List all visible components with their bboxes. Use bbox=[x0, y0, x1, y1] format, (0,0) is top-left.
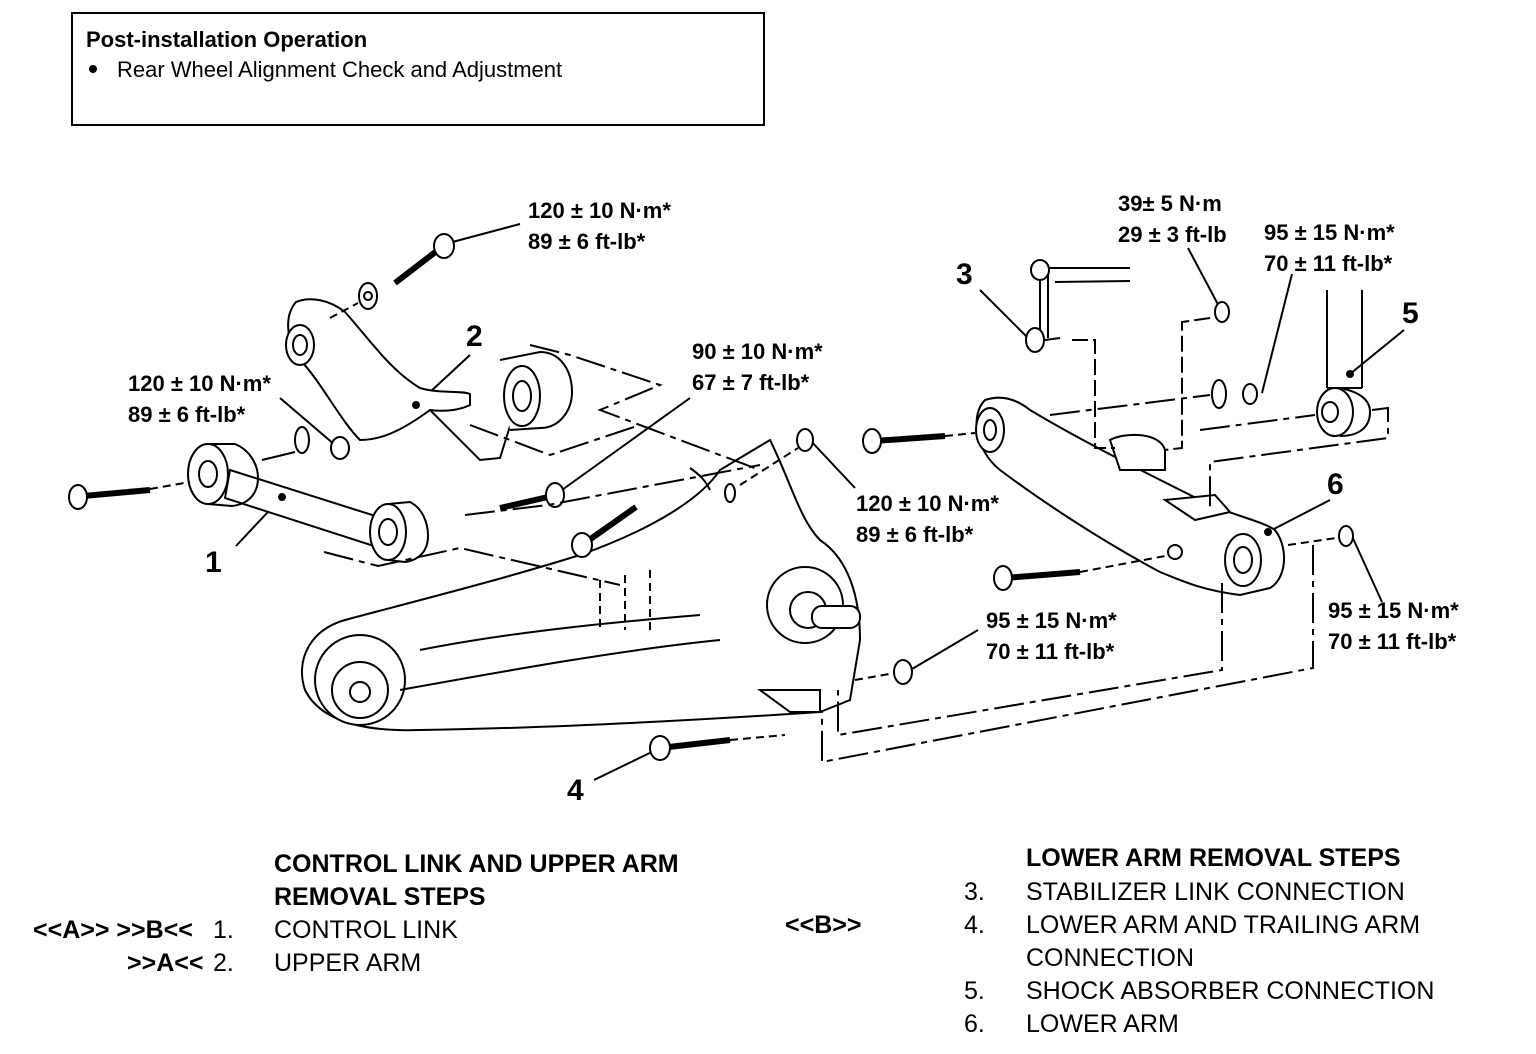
leader-upper-arm-bolt bbox=[445, 224, 520, 244]
torque-spec-stabilizer-link-nut: 39± 5 N·m 29 ± 3 ft-lb bbox=[1118, 188, 1227, 250]
leader-trailing-arm-nut bbox=[907, 630, 978, 672]
lower-arm-fasteners bbox=[863, 302, 1353, 590]
leader-callout-4 bbox=[594, 748, 660, 780]
step-number: 4. bbox=[964, 911, 985, 939]
lower-steps-title: LOWER ARM REMOVAL STEPS bbox=[1026, 844, 1401, 872]
callout-1-control-link: 1 bbox=[205, 546, 222, 579]
leader-callout-3 bbox=[980, 290, 1030, 340]
torque-imperial: 70 ± 11 ft-lb* bbox=[986, 639, 1115, 664]
stabilizer-link bbox=[1026, 260, 1210, 450]
leader-control-link-nut bbox=[280, 398, 335, 445]
step-label: LOWER ARM bbox=[1026, 1010, 1179, 1038]
torque-metric: 120 ± 10 N·m* bbox=[528, 198, 671, 223]
step-label: SHOCK ABSORBER CONNECTION bbox=[1026, 977, 1435, 1005]
leader-upper-arm-nut bbox=[810, 440, 855, 488]
trailing-arm bbox=[302, 440, 860, 730]
step-refs: <<A>> >>B<< bbox=[33, 916, 193, 944]
torque-metric: 90 ± 10 N·m* bbox=[692, 339, 823, 364]
callout-5-shock-absorber: 5 bbox=[1402, 297, 1419, 330]
callout-6-lower-arm: 6 bbox=[1327, 468, 1344, 501]
torque-spec-upper-arm-bolt: 120 ± 10 N·m* 89 ± 6 ft-lb* bbox=[528, 195, 671, 257]
step-label: UPPER ARM bbox=[274, 949, 422, 977]
trailing-arm-fasteners bbox=[500, 429, 912, 760]
torque-metric: 95 ± 15 N·m* bbox=[1264, 220, 1395, 245]
torque-imperial: 67 ± 7 ft-lb* bbox=[692, 370, 810, 395]
connection-paths-left bbox=[324, 345, 760, 585]
step-number: 6. bbox=[964, 1010, 985, 1038]
upper-arm bbox=[286, 299, 572, 460]
leader-lower-arm-nut bbox=[1351, 534, 1382, 602]
torque-spec-control-link-nut: 120 ± 10 N·m* 89 ± 6 ft-lb* bbox=[128, 368, 271, 430]
step-number: 3. bbox=[964, 878, 985, 906]
torque-imperial: 89 ± 6 ft-lb* bbox=[528, 229, 646, 254]
control-link bbox=[69, 427, 428, 562]
step-label: STABILIZER LINK CONNECTION bbox=[1026, 878, 1405, 906]
torque-metric: 120 ± 10 N·m* bbox=[128, 371, 271, 396]
callout-3-stabilizer-link: 3 bbox=[956, 258, 973, 291]
leader-stabilizer-nut bbox=[1188, 248, 1222, 312]
connection-paths-right bbox=[822, 545, 1313, 762]
post-installation-box bbox=[71, 12, 765, 126]
step-refs: <<B>> bbox=[785, 911, 862, 939]
torque-metric: 39± 5 N·m bbox=[1118, 191, 1222, 216]
torque-metric: 120 ± 10 N·m* bbox=[856, 491, 999, 516]
lower-arm bbox=[976, 398, 1284, 595]
step-number: 5. bbox=[964, 977, 985, 1005]
callout-2-upper-arm: 2 bbox=[466, 320, 483, 353]
post-installation-item-text: Rear Wheel Alignment Check and Adjustmen… bbox=[117, 57, 563, 82]
torque-imperial: 89 ± 6 ft-lb* bbox=[128, 402, 246, 427]
torque-spec-trailing-arm-nut: 95 ± 15 N·m* 70 ± 11 ft-lb* bbox=[986, 605, 1117, 667]
torque-spec-lower-arm-nut: 95 ± 15 N·m* 70 ± 11 ft-lb* bbox=[1328, 595, 1459, 657]
torque-spec-shock-absorber-nut: 95 ± 15 N·m* 70 ± 11 ft-lb* bbox=[1264, 217, 1395, 279]
torque-spec-upper-arm-nut: 120 ± 10 N·m* 89 ± 6 ft-lb* bbox=[856, 488, 999, 550]
torque-imperial: 70 ± 11 ft-lb* bbox=[1328, 629, 1457, 654]
post-installation-title: Post-installation Operation bbox=[86, 27, 368, 52]
step-label: CONTROL LINK bbox=[274, 916, 458, 944]
torque-spec-control-link-bolt: 90 ± 10 N·m* 67 ± 7 ft-lb* bbox=[692, 336, 823, 398]
torque-imperial: 89 ± 6 ft-lb* bbox=[856, 522, 974, 547]
step-refs: >>A<< bbox=[127, 949, 204, 977]
upper-steps-title-line2: REMOVAL STEPS bbox=[274, 883, 486, 911]
shock-absorber bbox=[1200, 290, 1388, 510]
upper-arm-bolt bbox=[330, 234, 454, 318]
leader-callout-5 bbox=[1350, 330, 1404, 374]
step-label: LOWER ARM AND TRAILING ARM bbox=[1026, 911, 1421, 939]
leader-control-link-bolt bbox=[555, 398, 690, 495]
post-installation-item: Rear Wheel Alignment Check and Adjustmen… bbox=[86, 57, 562, 83]
upper-steps-title-line1: CONTROL LINK AND UPPER ARM bbox=[274, 850, 679, 878]
torque-metric: 95 ± 15 N·m* bbox=[986, 608, 1117, 633]
step-number: 1. bbox=[213, 916, 234, 944]
bullet-icon bbox=[89, 65, 97, 74]
leader-callout-6 bbox=[1268, 500, 1330, 532]
callout-4-trailing-arm-connection: 4 bbox=[567, 774, 584, 807]
step-label-continued: CONNECTION bbox=[1026, 944, 1195, 972]
step-number: 2. bbox=[213, 949, 234, 977]
torque-imperial: 29 ± 3 ft-lb bbox=[1118, 222, 1227, 247]
upper-steps-title: CONTROL LINK AND UPPER ARM REMOVAL STEPS bbox=[274, 848, 679, 914]
leader-shock-nut bbox=[1262, 274, 1292, 393]
torque-imperial: 70 ± 11 ft-lb* bbox=[1264, 251, 1393, 276]
torque-metric: 95 ± 15 N·m* bbox=[1328, 598, 1459, 623]
